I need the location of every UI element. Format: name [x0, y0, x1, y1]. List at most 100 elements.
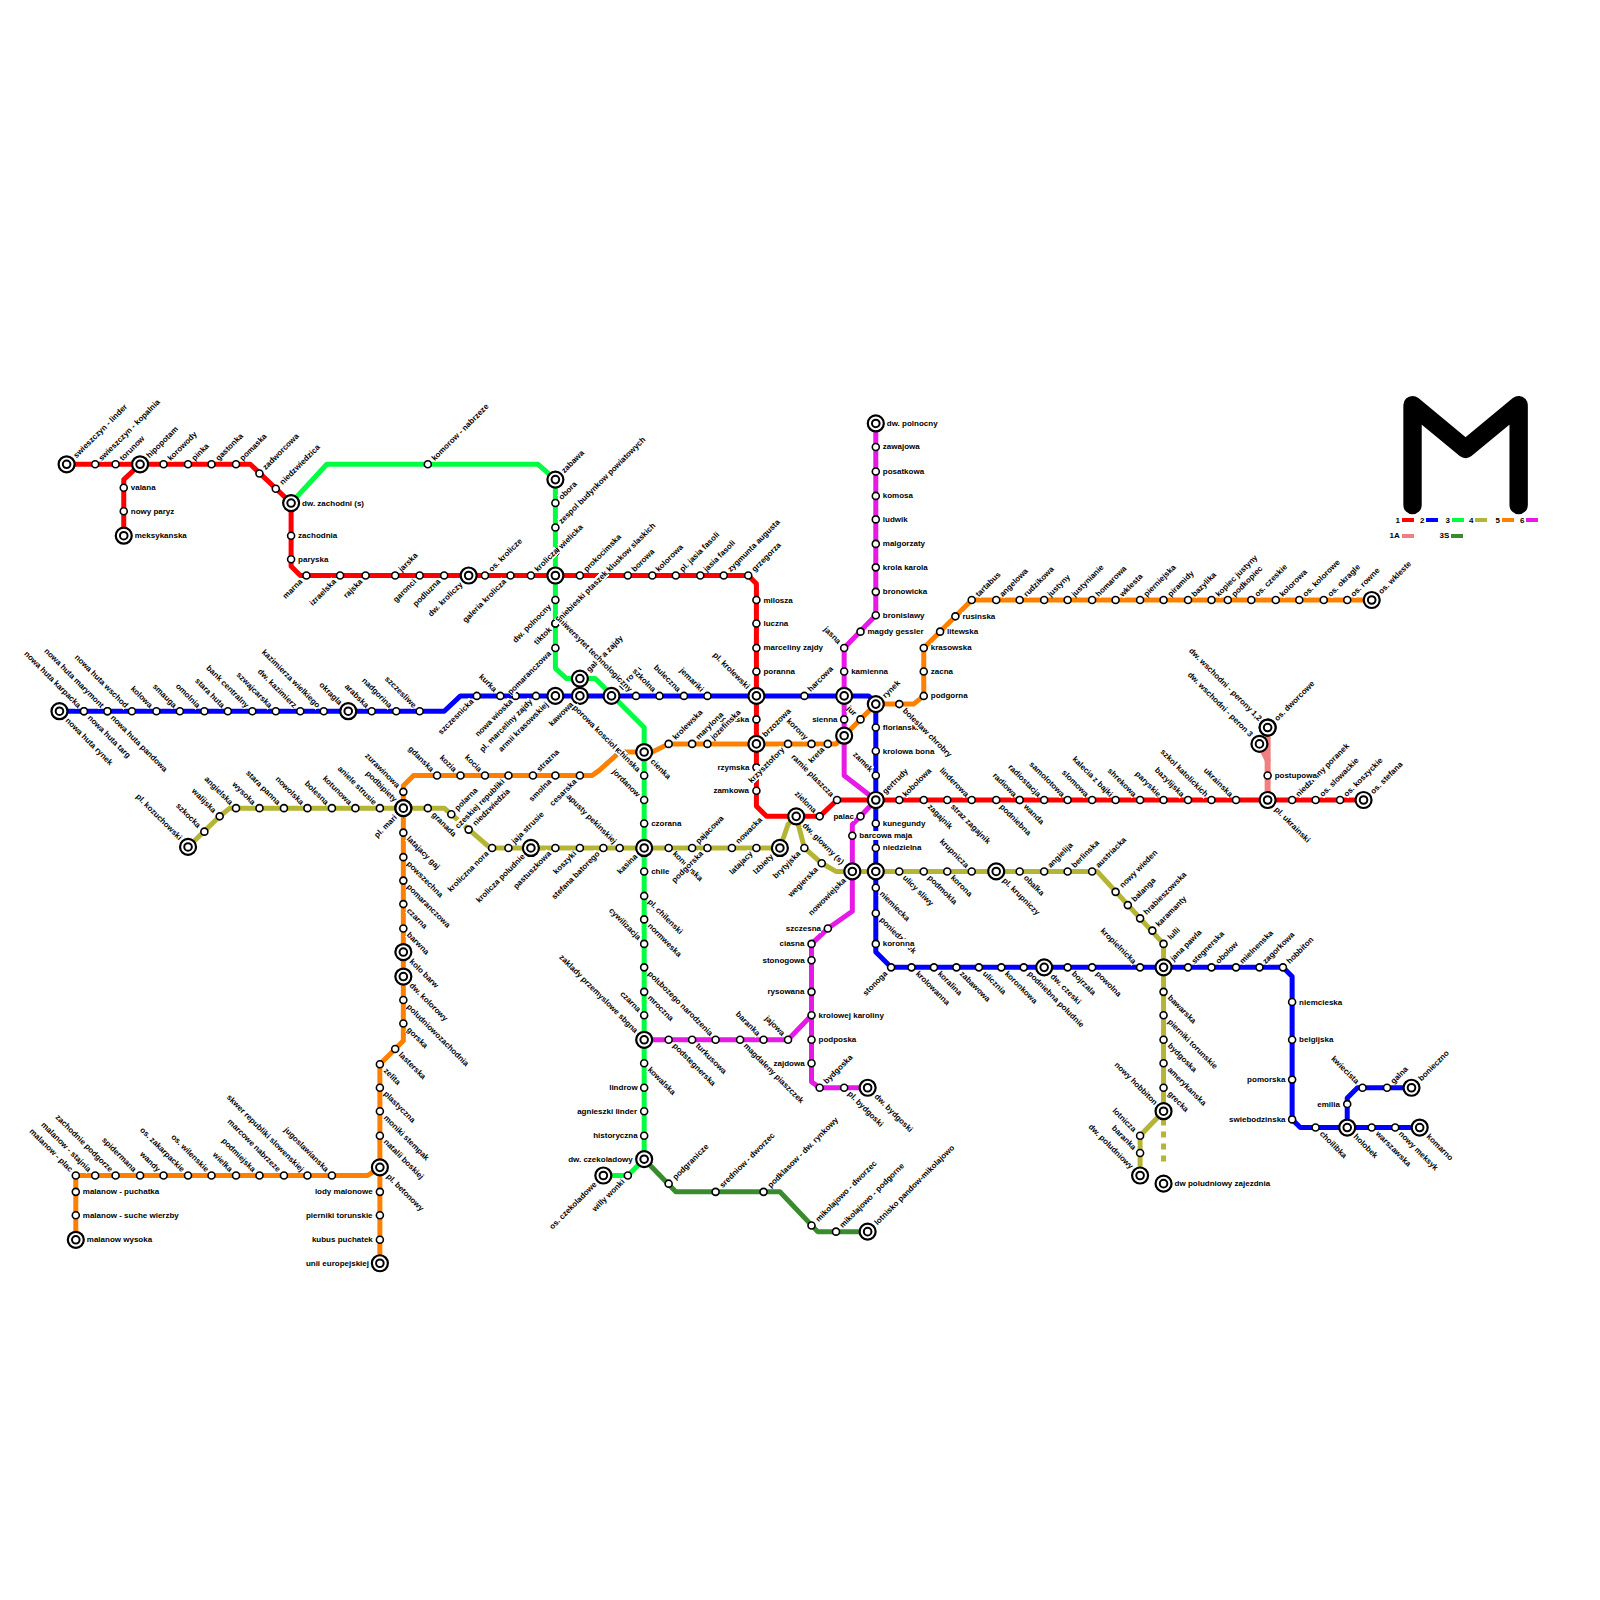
- metro-line: [59, 696, 1419, 1128]
- station-label: jur: [845, 704, 864, 723]
- station-label: rysowana: [768, 987, 812, 996]
- interchange-ring: [836, 688, 852, 704]
- station-label: harcowa: [801, 665, 835, 699]
- station-label: cywilizacja: [607, 906, 648, 947]
- interchange-core: [840, 692, 848, 700]
- station-label: bonieczno: [1408, 1049, 1450, 1091]
- legend-swatch: [1452, 518, 1464, 522]
- interchange-ring: [868, 863, 884, 879]
- station-label: niemcieska: [1292, 998, 1342, 1007]
- station-label: cienka: [641, 749, 673, 781]
- legend-swatch: [1402, 518, 1414, 522]
- station-label: komosa: [876, 491, 913, 500]
- station-label: os. dworcowe: [1264, 679, 1316, 731]
- station-label: sienna: [812, 715, 844, 724]
- station-label: agnieszki linder: [577, 1107, 644, 1116]
- station-label: jajowa: [763, 1014, 792, 1043]
- station-label: krasowska: [924, 643, 972, 652]
- station-label: belgijska: [1292, 1035, 1333, 1044]
- station-label: nowy wieden: [1112, 848, 1159, 895]
- station-label: strazna: [530, 748, 561, 779]
- station-label: os. krolicze: [482, 537, 524, 579]
- station-label: pierniki torunskie: [306, 1211, 380, 1220]
- station-label: kunegundy: [876, 819, 926, 828]
- station-label: galna: [1384, 1065, 1410, 1091]
- station-label: dw. czekoladowy: [568, 1155, 644, 1164]
- station-label: czorana: [644, 819, 681, 828]
- metro-line: [76, 1167, 380, 1239]
- station-label: chile: [644, 867, 669, 876]
- interchange-marker: [868, 863, 884, 879]
- station-label: warszawska: [1369, 1124, 1413, 1168]
- station-label: kapusty pekinskiej: [561, 790, 623, 852]
- station-label: palac: [833, 812, 860, 821]
- station-label: krolowa bona: [876, 747, 935, 756]
- station-label: os. kolorowe: [1296, 557, 1342, 603]
- interchange-marker: [836, 688, 852, 704]
- legend-item: 6: [1520, 516, 1538, 525]
- station-label: gdanska: [406, 744, 440, 778]
- station-label: postupowa: [1268, 771, 1317, 780]
- station-label: niedzielna: [876, 843, 922, 852]
- interchanges: [51, 415, 1427, 1271]
- metro-line: [124, 464, 140, 535]
- station-label: pajacowa: [689, 814, 726, 851]
- station-label: rusinska: [955, 612, 995, 621]
- legend-item: 2: [1420, 516, 1438, 525]
- station-label: stonogowa: [763, 956, 812, 965]
- legend-item: 1: [1396, 516, 1414, 525]
- station-label: milosza: [756, 596, 792, 605]
- station-label: koronna: [876, 939, 915, 948]
- metro-line: [1161, 1119, 1166, 1165]
- station-label: zamkowa: [713, 786, 756, 795]
- metro-line: [1347, 1088, 1411, 1128]
- legend-item: 5: [1496, 516, 1514, 525]
- station-label: kocia: [463, 753, 489, 779]
- interchange-ring: [547, 568, 563, 584]
- station-label: bronowicka: [876, 587, 927, 596]
- legend-text: 2: [1420, 516, 1424, 525]
- station-label: lindrow: [609, 1083, 644, 1092]
- legend-text: 1: [1396, 516, 1400, 525]
- legend-text: 3S: [1440, 531, 1450, 540]
- station-label: brzozowa: [753, 707, 793, 747]
- station-label: pl. krolewski: [712, 651, 760, 699]
- station-label: nowacka: [729, 816, 764, 851]
- station-label: dw. polnocny: [876, 419, 938, 428]
- interchange-marker: [547, 568, 563, 584]
- station-label: nowy paryz: [124, 507, 175, 516]
- legend-swatch: [1502, 518, 1514, 522]
- station-label: szczesna: [786, 924, 828, 933]
- station-label: zelita: [377, 1061, 402, 1086]
- station-label: pomorska: [1247, 1075, 1292, 1084]
- metro-lines: [59, 423, 1419, 1263]
- station-label: kropielnicka: [1099, 926, 1143, 970]
- station-label: stonoga: [861, 964, 894, 997]
- station-label: luczna: [756, 619, 788, 628]
- station-label: ciasna: [780, 939, 812, 948]
- station-label: zajdowa: [774, 1059, 812, 1068]
- station-label: porowa kosciol: [571, 703, 623, 755]
- station-label: pomaranczowa: [506, 645, 558, 697]
- station-label: ludwik: [876, 515, 908, 524]
- station-label: krola karola: [876, 563, 928, 572]
- station-label: nowy hobbiton: [1112, 1060, 1166, 1114]
- legend-text: 1A: [1390, 531, 1400, 540]
- legend-text: 5: [1496, 516, 1500, 525]
- interchange-ring: [836, 728, 852, 744]
- station-dots: [72, 443, 1398, 1243]
- metro-line: [291, 464, 644, 1175]
- legend-item: 1A: [1390, 531, 1414, 540]
- station-label: kasina: [615, 845, 647, 877]
- station-label: historyczna: [593, 1131, 644, 1140]
- metro-line: [796, 816, 1163, 1175]
- station-label: linderowa: [938, 765, 976, 803]
- metro-logo: [1413, 405, 1519, 505]
- legend-swatch: [1526, 518, 1538, 522]
- legend-text: 6: [1520, 516, 1524, 525]
- station-label: valana: [124, 483, 156, 492]
- station-label: podklasow - dw. rynkowy: [760, 1116, 839, 1195]
- station-label: magdaleny piaszczek: [737, 1037, 806, 1106]
